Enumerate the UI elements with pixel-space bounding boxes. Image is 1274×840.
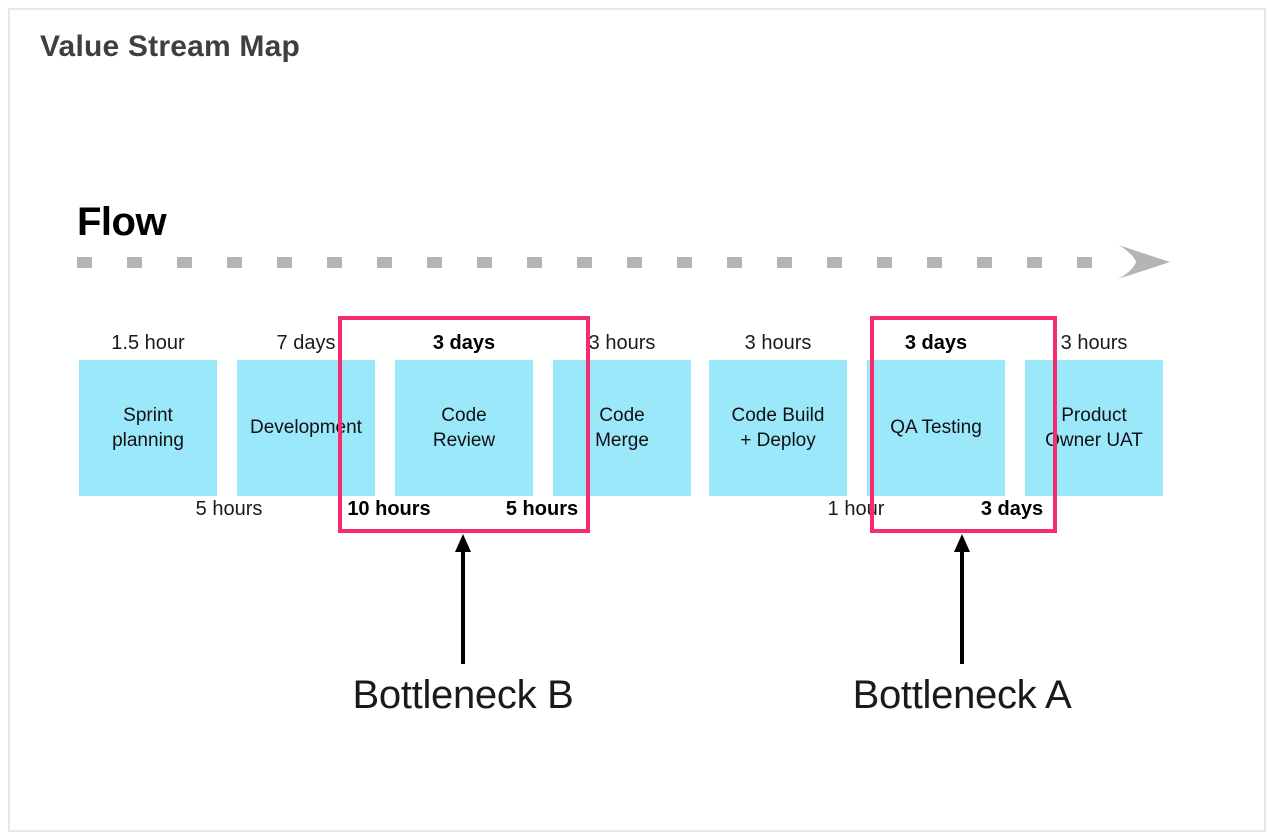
callout-arrow-up-icon-bottleneck-b xyxy=(451,534,475,664)
flow-line-dash xyxy=(527,257,542,268)
flow-line-dash xyxy=(477,257,492,268)
flow-arrow-right-icon xyxy=(1118,243,1170,281)
lead-time-product-owner-uat: 3 hours xyxy=(1060,332,1128,354)
flow-line-dash xyxy=(727,257,742,268)
flow-line-dash xyxy=(377,257,392,268)
wait-after-sprint-planning: 5 hours xyxy=(195,498,263,520)
stage-label-qa-testing: QA Testing xyxy=(890,417,982,439)
lead-time-qa-testing: 3 days xyxy=(904,332,968,354)
wait-after-development: 10 hours xyxy=(347,498,431,520)
highlight-box-bottleneck-a[interactable] xyxy=(870,316,1057,533)
flow-line-dash xyxy=(677,257,692,268)
flow-line-dash xyxy=(77,257,92,268)
stage-box-qa-testing[interactable]: QA Testing xyxy=(867,360,1005,496)
flow-line-dash xyxy=(777,257,792,268)
flow-line-dash xyxy=(577,257,592,268)
page-title: Value Stream Map xyxy=(40,30,300,63)
flow-line-dash xyxy=(1077,257,1092,268)
flow-line-dash xyxy=(427,257,442,268)
flow-line-dash xyxy=(277,257,292,268)
flow-line-dash xyxy=(627,257,642,268)
flow-line-dash xyxy=(327,257,342,268)
flow-line-dash xyxy=(977,257,992,268)
flow-line-dash xyxy=(227,257,242,268)
highlight-box-bottleneck-b[interactable] xyxy=(338,316,590,533)
callout-label-bottleneck-a: Bottleneck A xyxy=(852,673,1072,717)
wait-after-qa-testing: 3 days xyxy=(980,498,1044,520)
lead-time-sprint-planning: 1.5 hour xyxy=(111,332,185,354)
wait-after-code-review: 5 hours xyxy=(505,498,579,520)
flow-line-dash xyxy=(177,257,192,268)
stage-box-code-build-deploy[interactable]: Code Build+ Deploy xyxy=(709,360,847,496)
flow-dashed-line xyxy=(77,257,1092,268)
stage-label-code-build-deploy: Code Build+ Deploy xyxy=(731,404,825,451)
stage-label-development: Development xyxy=(250,417,362,439)
lead-time-development: 7 days xyxy=(276,332,336,354)
flow-line-dash xyxy=(127,257,142,268)
flow-line-dash xyxy=(1027,257,1042,268)
flow-line-dash xyxy=(827,257,842,268)
flow-line-dash xyxy=(927,257,942,268)
flow-heading: Flow xyxy=(77,200,167,244)
lead-time-code-build-deploy: 3 hours xyxy=(744,332,812,354)
lead-time-code-merge: 3 hours xyxy=(588,332,656,354)
flow-line-dash xyxy=(877,257,892,268)
callout-arrow-up-icon-bottleneck-a xyxy=(950,534,974,664)
stage-box-development[interactable]: Development xyxy=(237,360,375,496)
callout-label-bottleneck-b: Bottleneck B xyxy=(352,673,574,717)
lead-time-code-review: 3 days xyxy=(432,332,496,354)
